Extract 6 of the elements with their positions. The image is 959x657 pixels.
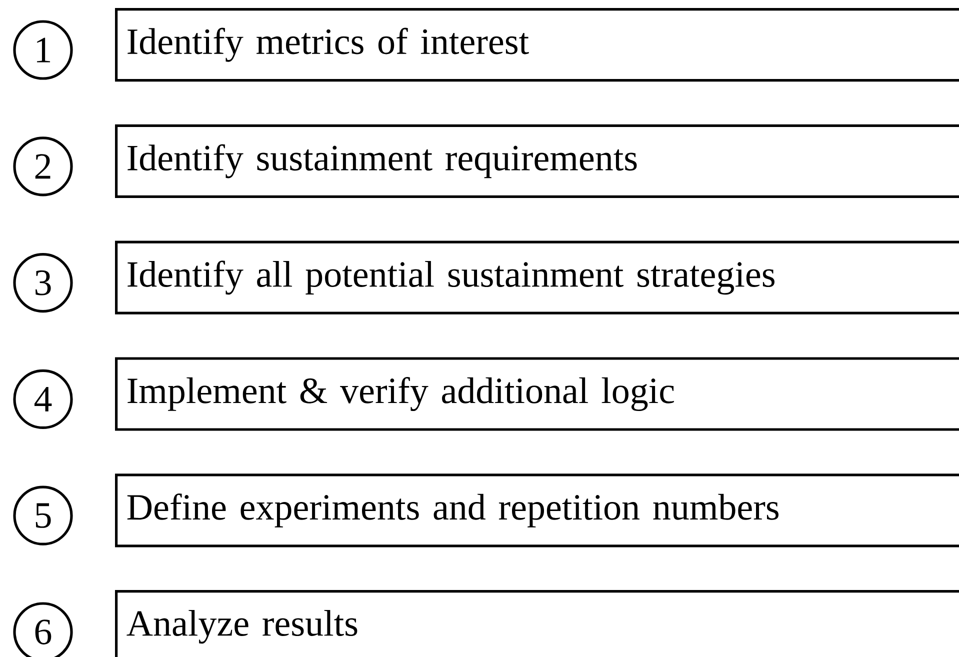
step-box: Identify metrics of interest (115, 8, 959, 82)
step-box: Define experiments and repetition numbers (115, 474, 959, 548)
step-box: Implement & verify additional logic (115, 357, 959, 431)
step-box: Identify all potential sustainment strategies (115, 240, 959, 314)
step-box: Identify sustainment requirements (115, 124, 959, 198)
step-box: Analyze results (115, 590, 959, 657)
